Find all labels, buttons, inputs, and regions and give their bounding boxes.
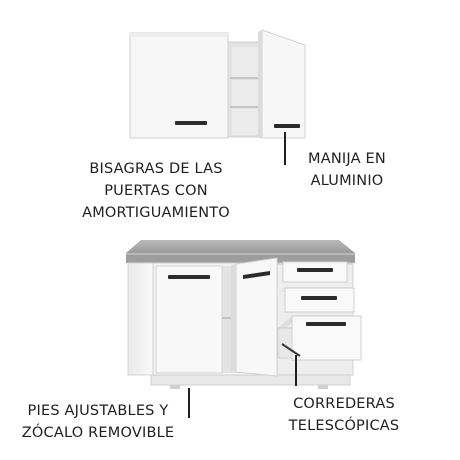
callout-lines bbox=[188, 132, 297, 418]
slides-line-2: TELESCÓPICAS bbox=[288, 418, 400, 434]
wall-cabinet-handle bbox=[175, 121, 207, 125]
hinges-line-1: BISAGRAS DE LAS bbox=[89, 161, 223, 177]
hinges-line-2: PUERTAS CON bbox=[104, 183, 208, 199]
base-open-door-handle bbox=[243, 271, 270, 279]
feet-line-2: ZÓCALO REMOVIBLE bbox=[21, 425, 175, 441]
wall-cabinet bbox=[129, 29, 306, 139]
drawer-2-handle bbox=[301, 296, 337, 300]
drawer-1-handle bbox=[297, 268, 333, 272]
base-left-door bbox=[155, 265, 223, 374]
removable-plinth bbox=[150, 374, 351, 386]
base-cabinet bbox=[126, 240, 362, 389]
handle-callout-label: MANIJA EN ALUMINIO bbox=[292, 148, 402, 192]
base-left-door-handle bbox=[168, 275, 210, 279]
handle-line-2: ALUMINIO bbox=[310, 173, 384, 189]
handle-line-1: MANIJA EN bbox=[308, 151, 386, 167]
slides-line-1: CORREDERAS bbox=[293, 396, 395, 412]
feet-line-1: PIES AJUSTABLES Y bbox=[27, 403, 169, 419]
drawer-3-handle bbox=[306, 322, 346, 326]
hinges-line-3: AMORTIGUAMIENTO bbox=[82, 205, 230, 221]
slides-callout-label: CORREDERAS TELESCÓPICAS bbox=[280, 393, 408, 437]
hinges-callout-label: BISAGRAS DE LAS PUERTAS CON AMORTIGUAMIE… bbox=[66, 158, 246, 224]
countertop bbox=[126, 240, 355, 253]
wall-cabinet-door-handle bbox=[274, 124, 300, 128]
feet-callout-label: PIES AJUSTABLES Y ZÓCALO REMOVIBLE bbox=[12, 400, 184, 444]
wall-cabinet-open-door bbox=[261, 29, 306, 139]
